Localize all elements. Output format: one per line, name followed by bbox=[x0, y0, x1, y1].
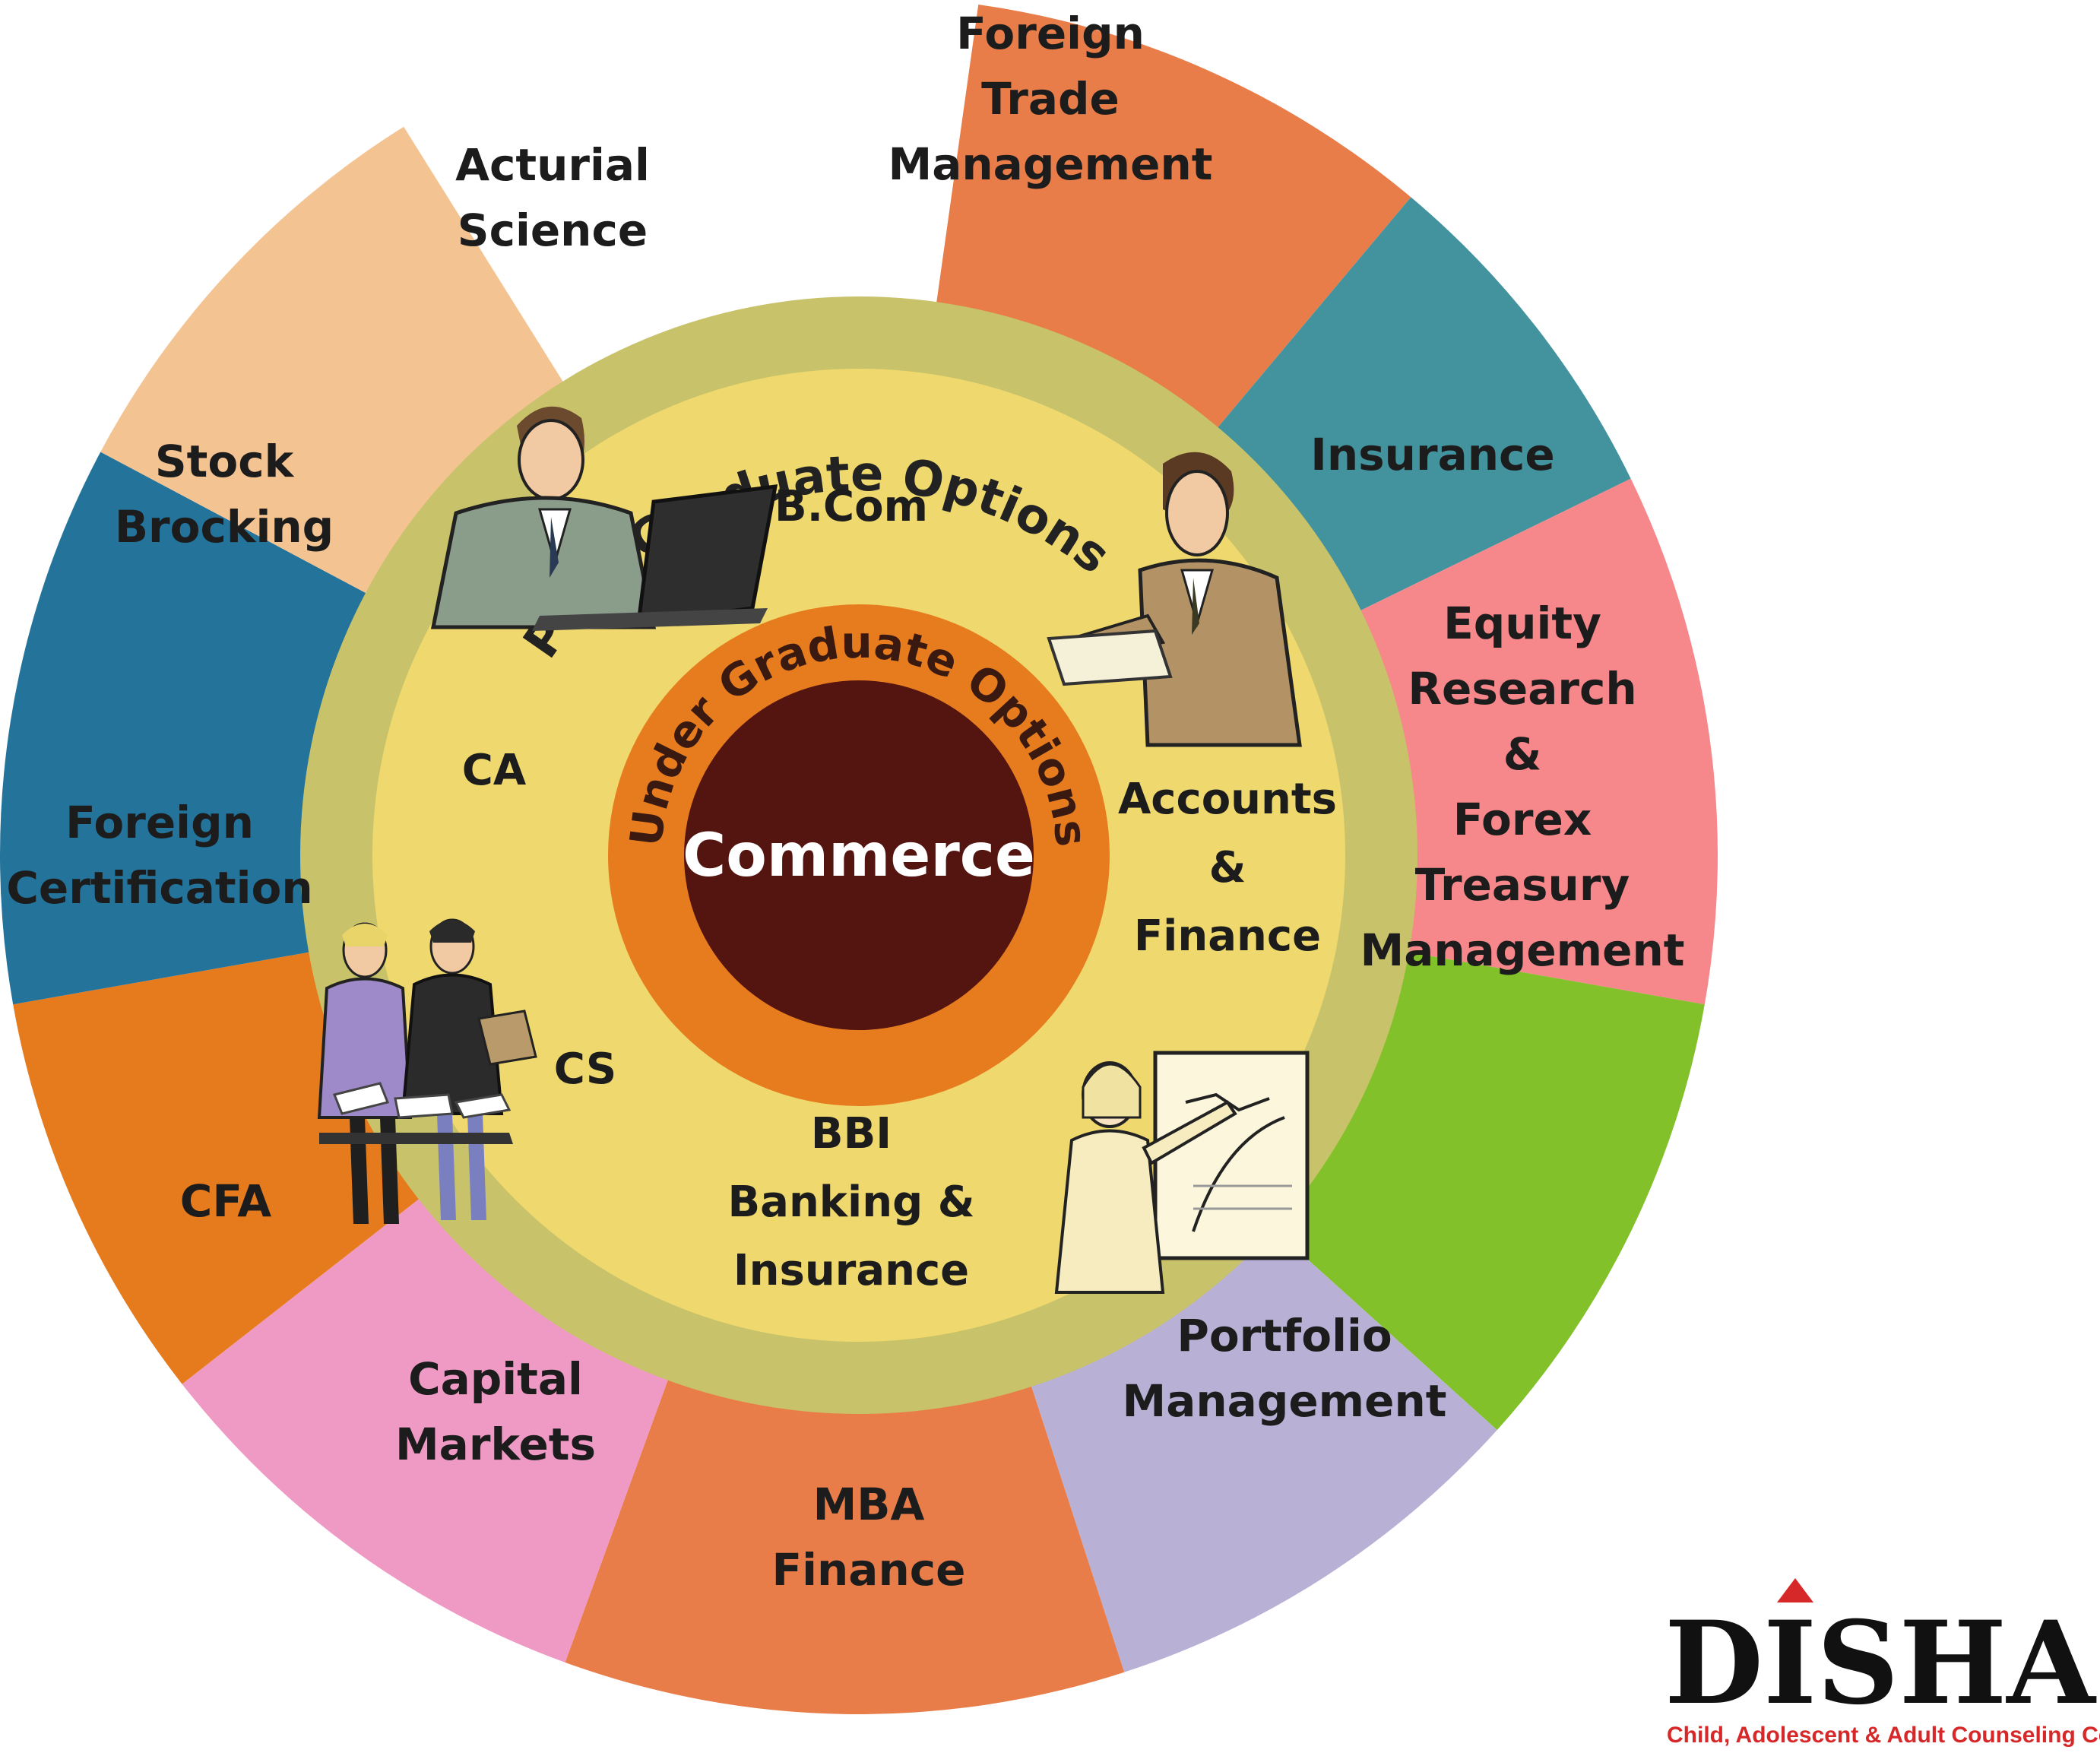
option-label-line: Management bbox=[1360, 924, 1685, 976]
post-graduate-option-label: MBA Finance bbox=[772, 1479, 966, 1596]
businessman-reading-icon bbox=[1047, 452, 1302, 747]
under-graduate-course-label: Accounts & Finance bbox=[1118, 775, 1337, 961]
option-label-line: Acturial bbox=[455, 139, 650, 191]
logo-tagline: Child, Adolescent & Adult Counseling Cen… bbox=[1667, 1723, 2100, 1748]
business-team-icon bbox=[317, 918, 537, 1224]
course-label-line: B.Com bbox=[774, 482, 928, 531]
option-label-line: Foreign bbox=[956, 8, 1145, 59]
option-label-line: Brocking bbox=[115, 501, 334, 553]
option-label-line: Certification bbox=[6, 862, 312, 914]
businessman-laptop-icon bbox=[430, 406, 778, 631]
option-label-line: CFA bbox=[180, 1175, 272, 1227]
course-label-line: CS bbox=[554, 1045, 616, 1094]
post-graduate-option-label: CFA bbox=[180, 1175, 272, 1227]
option-label-line: Portfolio bbox=[1177, 1310, 1392, 1362]
option-label-line: MBA bbox=[813, 1479, 925, 1530]
course-label-line: Finance bbox=[1134, 911, 1321, 961]
course-label-line: BBI bbox=[811, 1109, 892, 1159]
option-label-line: Finance bbox=[772, 1544, 966, 1596]
course-label-line: Banking & bbox=[727, 1178, 974, 1227]
option-label-line: Capital bbox=[408, 1353, 583, 1405]
under-graduate-course-label: CS bbox=[554, 1045, 616, 1094]
under-graduate-course-label: BBI Banking & Insurance bbox=[727, 1109, 974, 1295]
under-graduate-course-label: CA bbox=[462, 746, 527, 795]
disha-logo: DISHA Child, Adolescent & Adult Counseli… bbox=[1664, 1578, 2100, 1748]
logo-wordmark: DISHA bbox=[1664, 1596, 2097, 1730]
commerce-center bbox=[684, 680, 1034, 1030]
presenter-chart-icon bbox=[1054, 1051, 1310, 1294]
option-label-line: Markets bbox=[395, 1419, 596, 1470]
course-label-line: CA bbox=[462, 746, 527, 795]
option-label-line: Insurance bbox=[1310, 429, 1554, 480]
option-label-line: Trade bbox=[981, 73, 1120, 125]
post-graduate-option-label: Insurance bbox=[1310, 429, 1554, 480]
option-label-line: Forex bbox=[1453, 794, 1592, 845]
option-label-line: Stock bbox=[155, 436, 295, 487]
option-label-line: Science bbox=[458, 204, 648, 256]
center-label: Commerce bbox=[683, 822, 1035, 890]
option-label-line: Foreign bbox=[65, 797, 254, 848]
option-label-line: Management bbox=[888, 138, 1213, 190]
option-label-line: Management bbox=[1123, 1375, 1447, 1427]
under-graduate-course-label: B.Com bbox=[774, 482, 928, 531]
logo-roof-icon bbox=[1777, 1578, 1813, 1602]
option-label-line: Treasury bbox=[1415, 859, 1630, 911]
option-label-line: & bbox=[1503, 728, 1542, 780]
course-label-line: & bbox=[1209, 843, 1246, 892]
course-label-line: Accounts bbox=[1118, 775, 1337, 824]
course-label-line: Insurance bbox=[733, 1246, 969, 1295]
option-label-line: Equity bbox=[1443, 598, 1601, 649]
option-label-line: Research bbox=[1408, 663, 1636, 715]
